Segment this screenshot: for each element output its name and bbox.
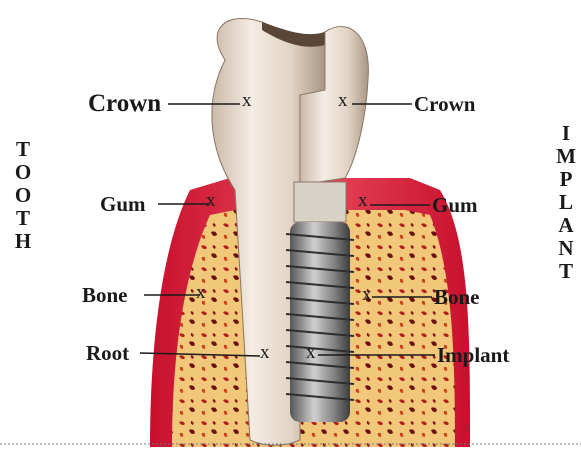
side-title-tooth: T O O T H bbox=[10, 138, 36, 253]
label-bone-left: Bone bbox=[82, 283, 128, 308]
marker-bone-right: x bbox=[362, 284, 372, 306]
marker-implant: x bbox=[306, 342, 316, 364]
side-title-implant: I M P L A N T bbox=[553, 122, 579, 283]
marker-crown-right: x bbox=[338, 90, 348, 112]
label-root: Root bbox=[86, 341, 129, 366]
label-crown-left: Crown bbox=[88, 90, 161, 118]
marker-bone-left: x bbox=[196, 282, 206, 304]
label-bone-right: Bone bbox=[434, 285, 480, 310]
label-gum-left: Gum bbox=[100, 192, 146, 217]
marker-crown-left: x bbox=[242, 90, 252, 112]
label-gum-right: Gum bbox=[432, 193, 478, 218]
label-crown-right: Crown bbox=[414, 92, 475, 117]
implant-abutment bbox=[294, 182, 346, 222]
marker-gum-right: x bbox=[358, 190, 368, 212]
marker-gum-left: x bbox=[206, 190, 216, 212]
label-implant: Implant bbox=[437, 343, 509, 368]
marker-root: x bbox=[260, 342, 270, 364]
